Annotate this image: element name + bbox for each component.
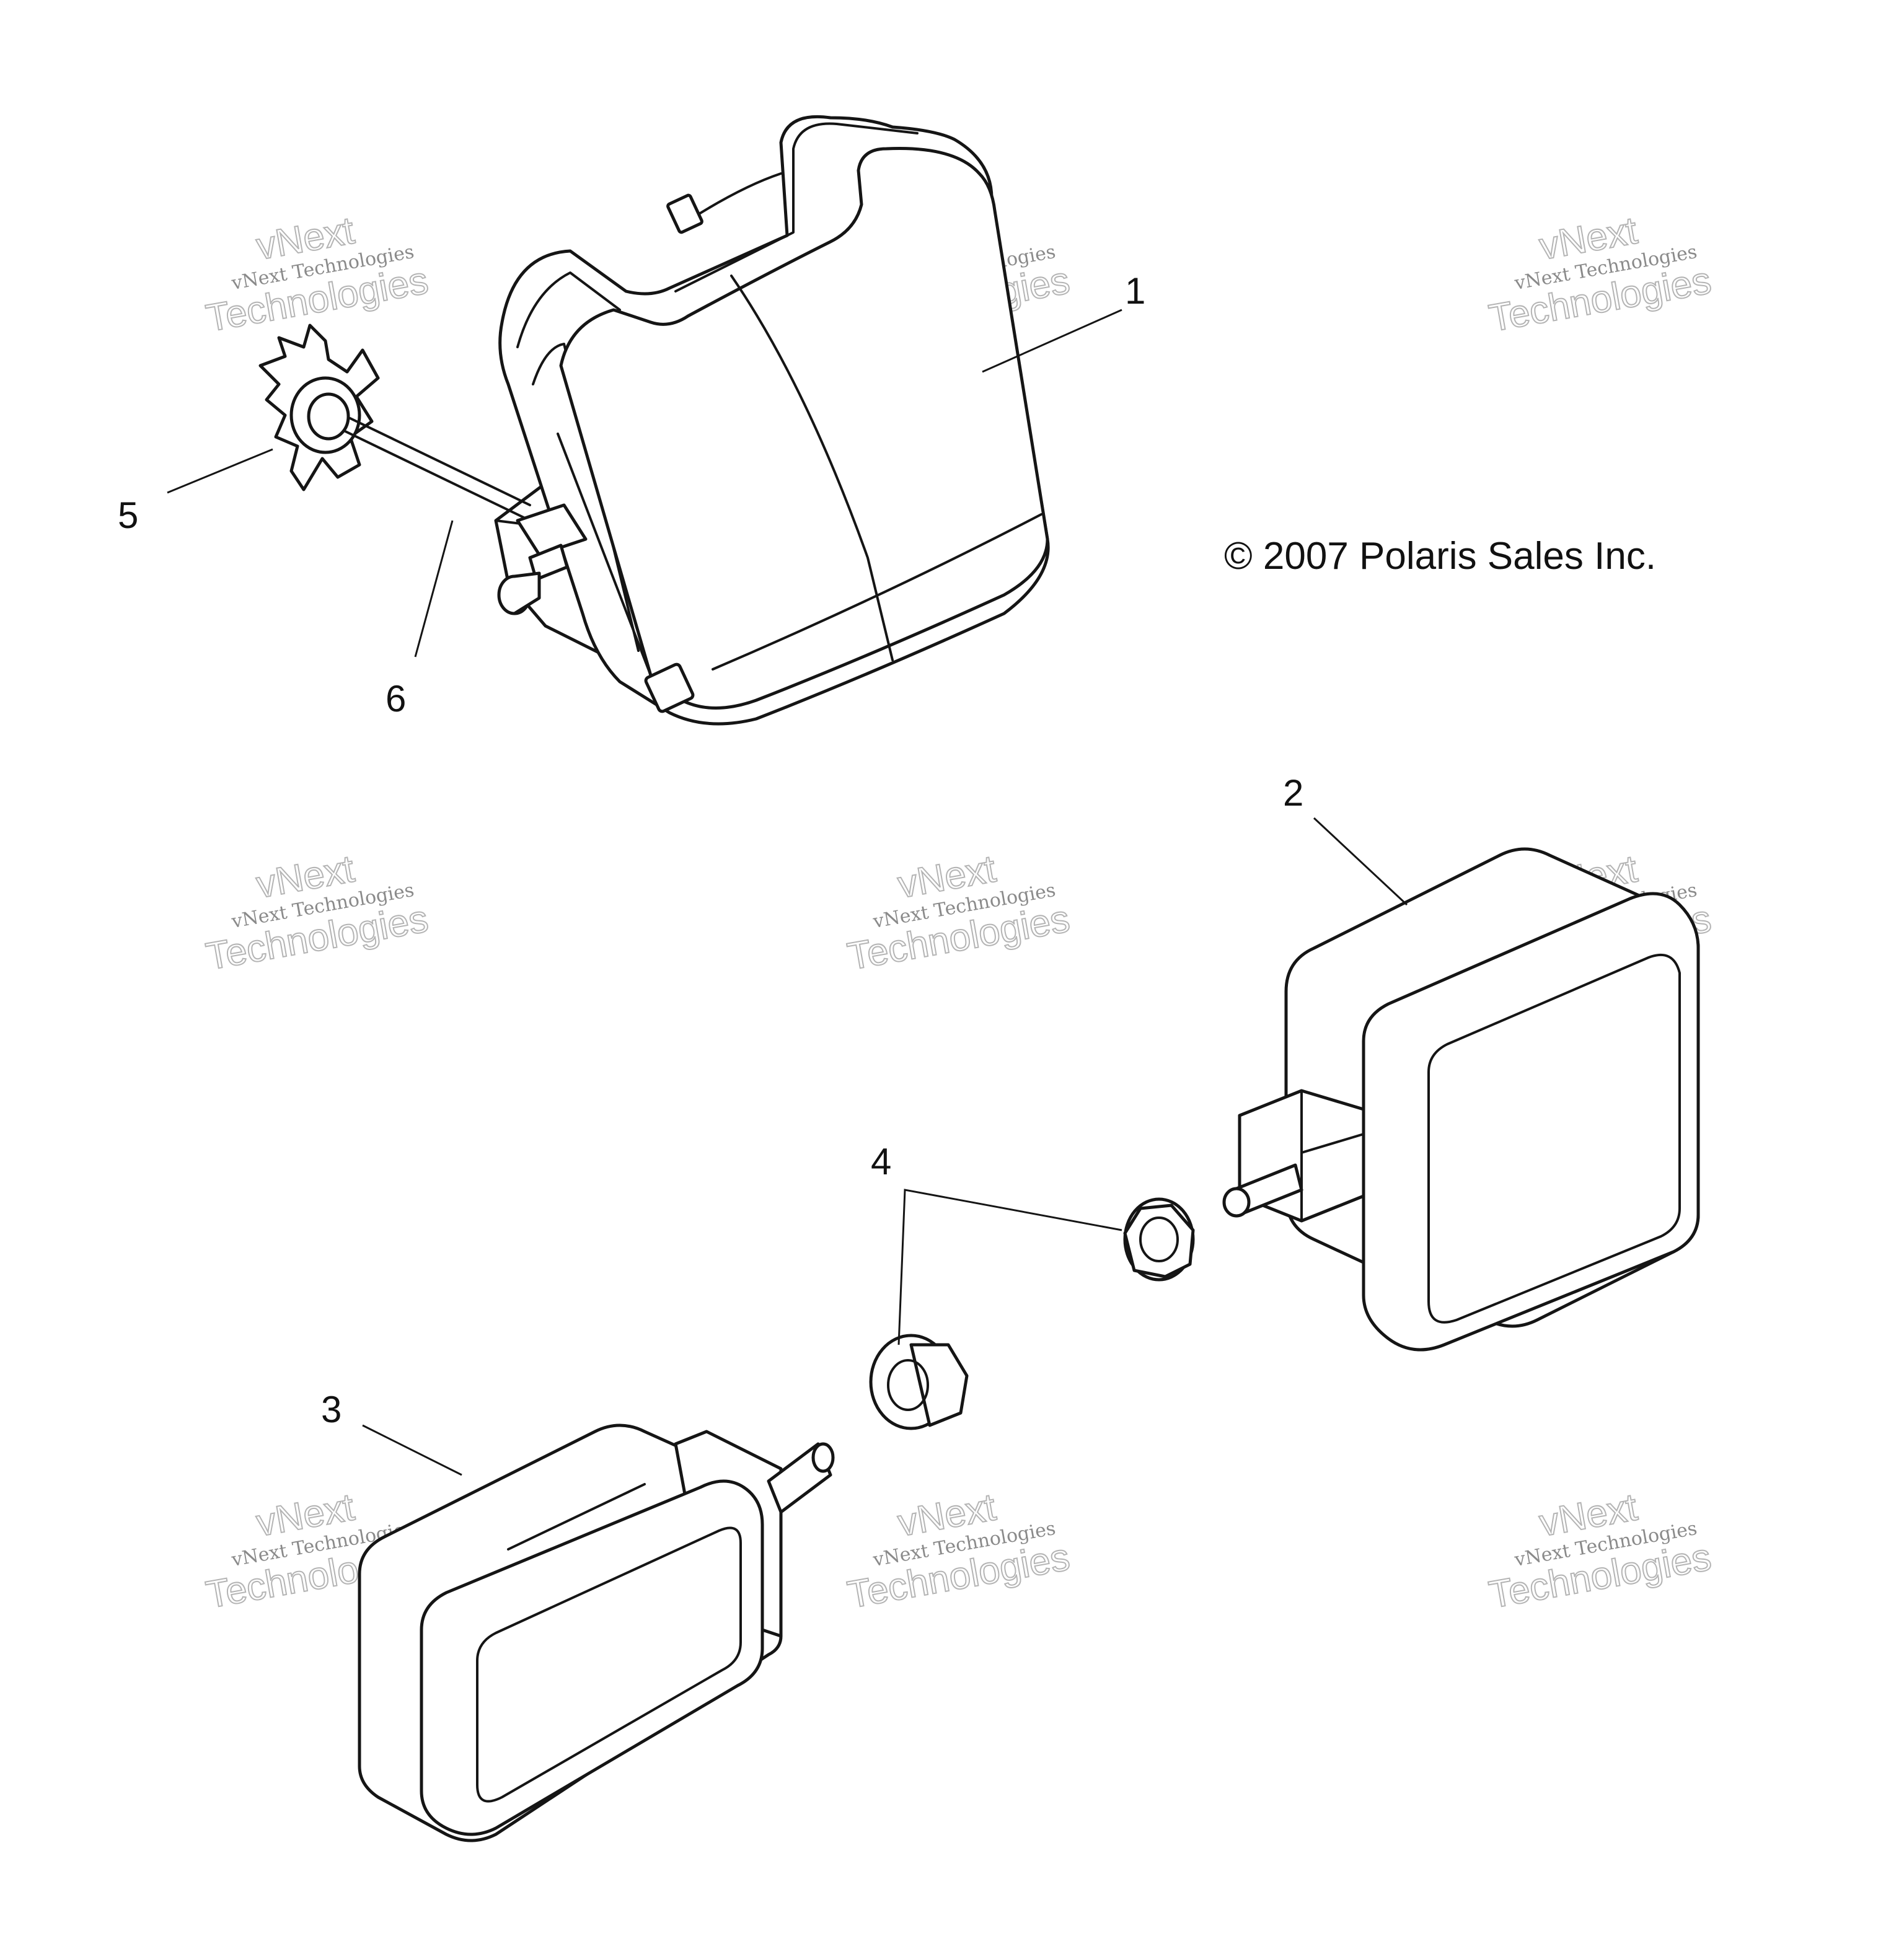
watermark: vNext vNext Technologies Technologies [203, 208, 432, 340]
callout-1: 1 [1125, 270, 1145, 312]
leader-lines [167, 309, 1408, 1476]
leader-3 [362, 1424, 462, 1476]
callout-2: 2 [1283, 772, 1303, 814]
callout-4: 4 [871, 1141, 891, 1182]
leader-2 [1313, 817, 1408, 906]
left-rectangular-lamp-icon [358, 1423, 835, 1842]
callout-6: 6 [386, 678, 406, 719]
watermark: vNext vNext Technologies Technologies [1486, 1485, 1715, 1617]
watermark: vNext vNext Technologies Technologies [203, 847, 432, 979]
stud-icon [1222, 1163, 1303, 1218]
copyright-notice: © 2007 Polaris Sales Inc. [1224, 535, 1656, 578]
leader-4 [897, 1189, 1122, 1345]
flange-nut-icon [1123, 1197, 1195, 1282]
screw-icon [497, 571, 541, 615]
adjuster-knob-icon [258, 323, 380, 491]
stud-icon [767, 1442, 835, 1514]
adjuster-rod-icon [343, 417, 531, 519]
watermark: vNext vNext Technologies Technologies [1486, 208, 1715, 340]
headlight-housing-icon [494, 115, 1050, 726]
watermark: vNext vNext Technologies Technologies [844, 1485, 1073, 1617]
leader-1 [982, 309, 1122, 373]
callout-5: 5 [118, 495, 138, 536]
callout-3: 3 [321, 1389, 342, 1430]
right-rectangular-lamp-icon [1222, 847, 1700, 1352]
leader-6 [414, 520, 454, 658]
flange-nut-icon [869, 1334, 969, 1430]
leader-5 [167, 448, 273, 494]
watermark: vNext vNext Technologies Technologies [844, 847, 1073, 979]
